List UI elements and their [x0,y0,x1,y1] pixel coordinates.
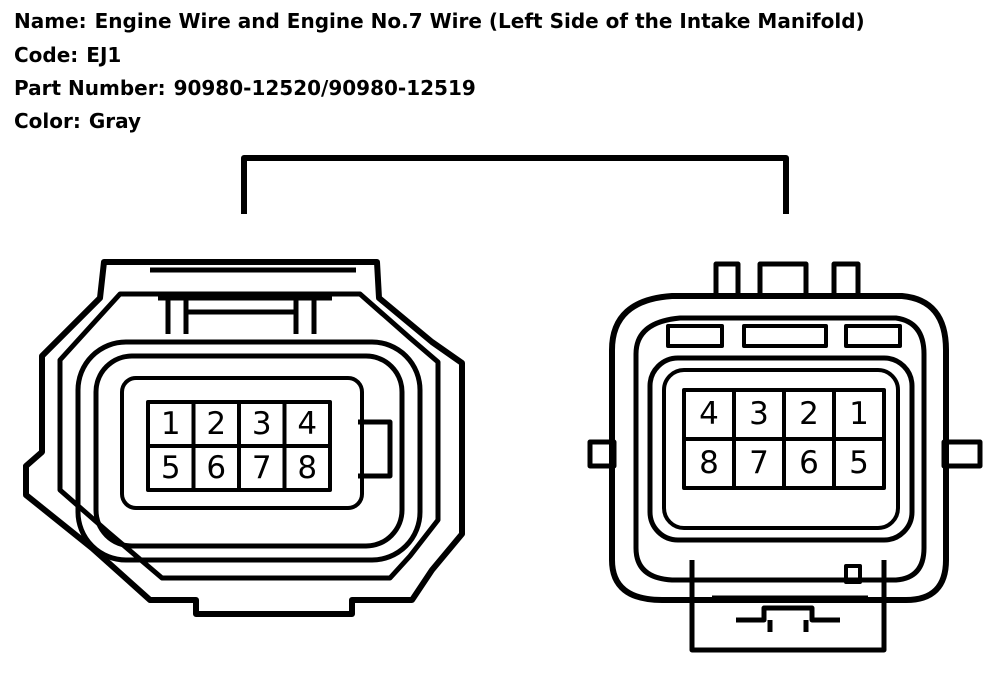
right-side-tab-right [941,439,983,469]
part-number-line: Part Number: 90980-12520/90980-12519 [14,76,476,100]
right-pin-2: 2 [799,396,819,432]
pair-bracket [241,155,789,214]
right-connector [587,261,983,653]
left-cavity-field [120,376,364,510]
code-label: Code: [14,43,79,67]
left-connector [23,259,465,617]
color-label: Color: [14,109,81,133]
right-shell-outer [609,293,949,603]
right-side-tab-left [587,439,617,469]
code-line: Code: EJ1 [14,43,121,67]
right-pin-6: 6 [799,445,819,481]
right-pin-3: 3 [749,396,769,432]
right-pin-1: 1 [849,396,869,432]
left-face-inner [93,353,405,549]
left-housing-ring [57,291,441,581]
connector-code: EJ1 [86,43,122,67]
left-pin-3: 3 [252,406,272,442]
left-pin-5: 5 [161,450,181,486]
left-pin-2: 2 [206,406,226,442]
right-pin-5: 5 [849,445,869,481]
right-pin-4: 4 [699,396,719,432]
left-pin-4: 4 [297,406,317,442]
right-face [647,355,915,543]
right-bottom-latch [689,560,887,653]
right-polarization-key [844,564,862,584]
right-shell-inner [633,315,927,583]
right-pin-8: 8 [699,445,719,481]
right-ribs [666,324,902,348]
right-pin-grid [682,388,886,490]
part-number: 90980-12520/90980-12519 [173,76,476,100]
right-lock-bumps [713,261,861,299]
left-lock-tab [150,267,356,334]
part-number-label: Part Number: [14,76,166,100]
left-pin-labels: 1 2 3 4 5 6 7 8 [161,406,317,486]
connector-color: Gray [88,109,142,133]
left-pin-grid [146,400,332,492]
right-pin-7: 7 [749,445,769,481]
connector-name: Engine Wire and Engine No.7 Wire (Left S… [94,9,865,33]
right-pin-labels: 4 3 2 1 8 7 6 5 [699,396,869,481]
left-pin-7: 7 [252,450,272,486]
color-line: Color: Gray [14,109,141,133]
left-pin-6: 6 [206,450,226,486]
left-side-key [358,419,393,479]
name-label: Name: [14,9,87,33]
right-face-inner [662,368,900,530]
name-line: Name: Engine Wire and Engine No.7 Wire (L… [14,9,865,33]
left-housing-outer [23,259,465,617]
left-pin-1: 1 [161,406,181,442]
left-pin-8: 8 [297,450,317,486]
left-face-outer [75,339,423,563]
